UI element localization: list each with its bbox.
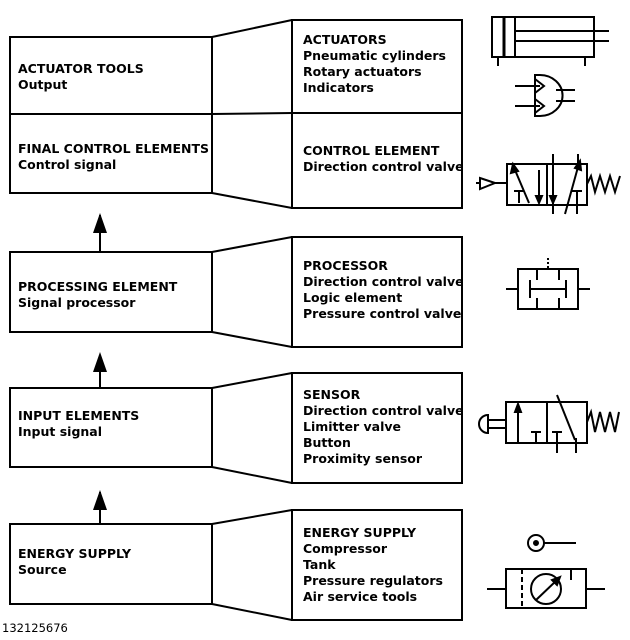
detail-title: ACTUATORS <box>303 32 387 47</box>
detail-box-control <box>291 112 463 209</box>
detail-item: Proximity sensor <box>303 451 423 466</box>
detail-box-sensor <box>291 372 463 484</box>
pneumatic-cylinder-symbol <box>491 16 609 66</box>
stage-title: INPUT ELEMENTS <box>18 408 140 423</box>
detail-box-processor <box>291 236 463 348</box>
pressure-valve-symbol <box>506 258 590 310</box>
stage-subtitle: Input signal <box>18 424 103 439</box>
detail-item: Pneumatic cylinders <box>303 48 446 63</box>
stage-box-processing <box>9 251 213 333</box>
detail-item: Direction control valve <box>303 403 464 418</box>
pressure-source-symbol <box>527 534 576 552</box>
connector-lines <box>211 19 293 621</box>
and-logic-symbol <box>515 74 575 117</box>
detail-title: PROCESSOR <box>303 258 388 273</box>
detail-item: Pressure control valve <box>303 306 462 321</box>
stage-box-input <box>9 387 213 468</box>
detail-title: SENSOR <box>303 387 361 402</box>
detail-item: Indicators <box>303 80 374 95</box>
detail-title: CONTROL ELEMENT <box>303 143 440 158</box>
detail-item: Direction control valve <box>303 274 464 289</box>
detail-box-energy <box>291 509 463 621</box>
stage-subtitle: Control signal <box>18 157 117 172</box>
detail-item: Limitter valve <box>303 419 401 434</box>
push-button-valve-symbol <box>478 394 620 453</box>
detail-item: Button <box>303 435 351 450</box>
detail-item: Rotary actuators <box>303 64 422 79</box>
pressure-regulator-symbol <box>487 568 605 609</box>
detail-item: Direction control valve <box>303 159 464 174</box>
image-code: 132125676 <box>2 621 68 635</box>
detail-item: Pressure regulators <box>303 573 443 588</box>
detail-item: Air service tools <box>303 589 418 604</box>
detail-item: Compressor <box>303 541 388 556</box>
stage-subtitle: Signal processor <box>18 295 136 310</box>
detail-item: Logic element <box>303 290 403 305</box>
detail-item: Tank <box>303 557 336 572</box>
pilot-operated-valve-symbol <box>476 154 621 215</box>
stage-title: ACTUATOR TOOLS <box>18 61 144 76</box>
stage-title: PROCESSING ELEMENT <box>18 279 178 294</box>
stage-subtitle: Source <box>18 562 67 577</box>
stage-subtitle: Output <box>18 77 68 92</box>
stage-title: FINAL CONTROL ELEMENTS <box>18 141 210 156</box>
stage-box-energy <box>9 523 213 605</box>
flow-arrow-up <box>93 490 107 524</box>
stage-title: ENERGY SUPPLY <box>18 546 132 561</box>
detail-title: ENERGY SUPPLY <box>303 525 417 540</box>
flow-arrow-up <box>93 352 107 388</box>
flow-arrow-up <box>93 213 107 252</box>
